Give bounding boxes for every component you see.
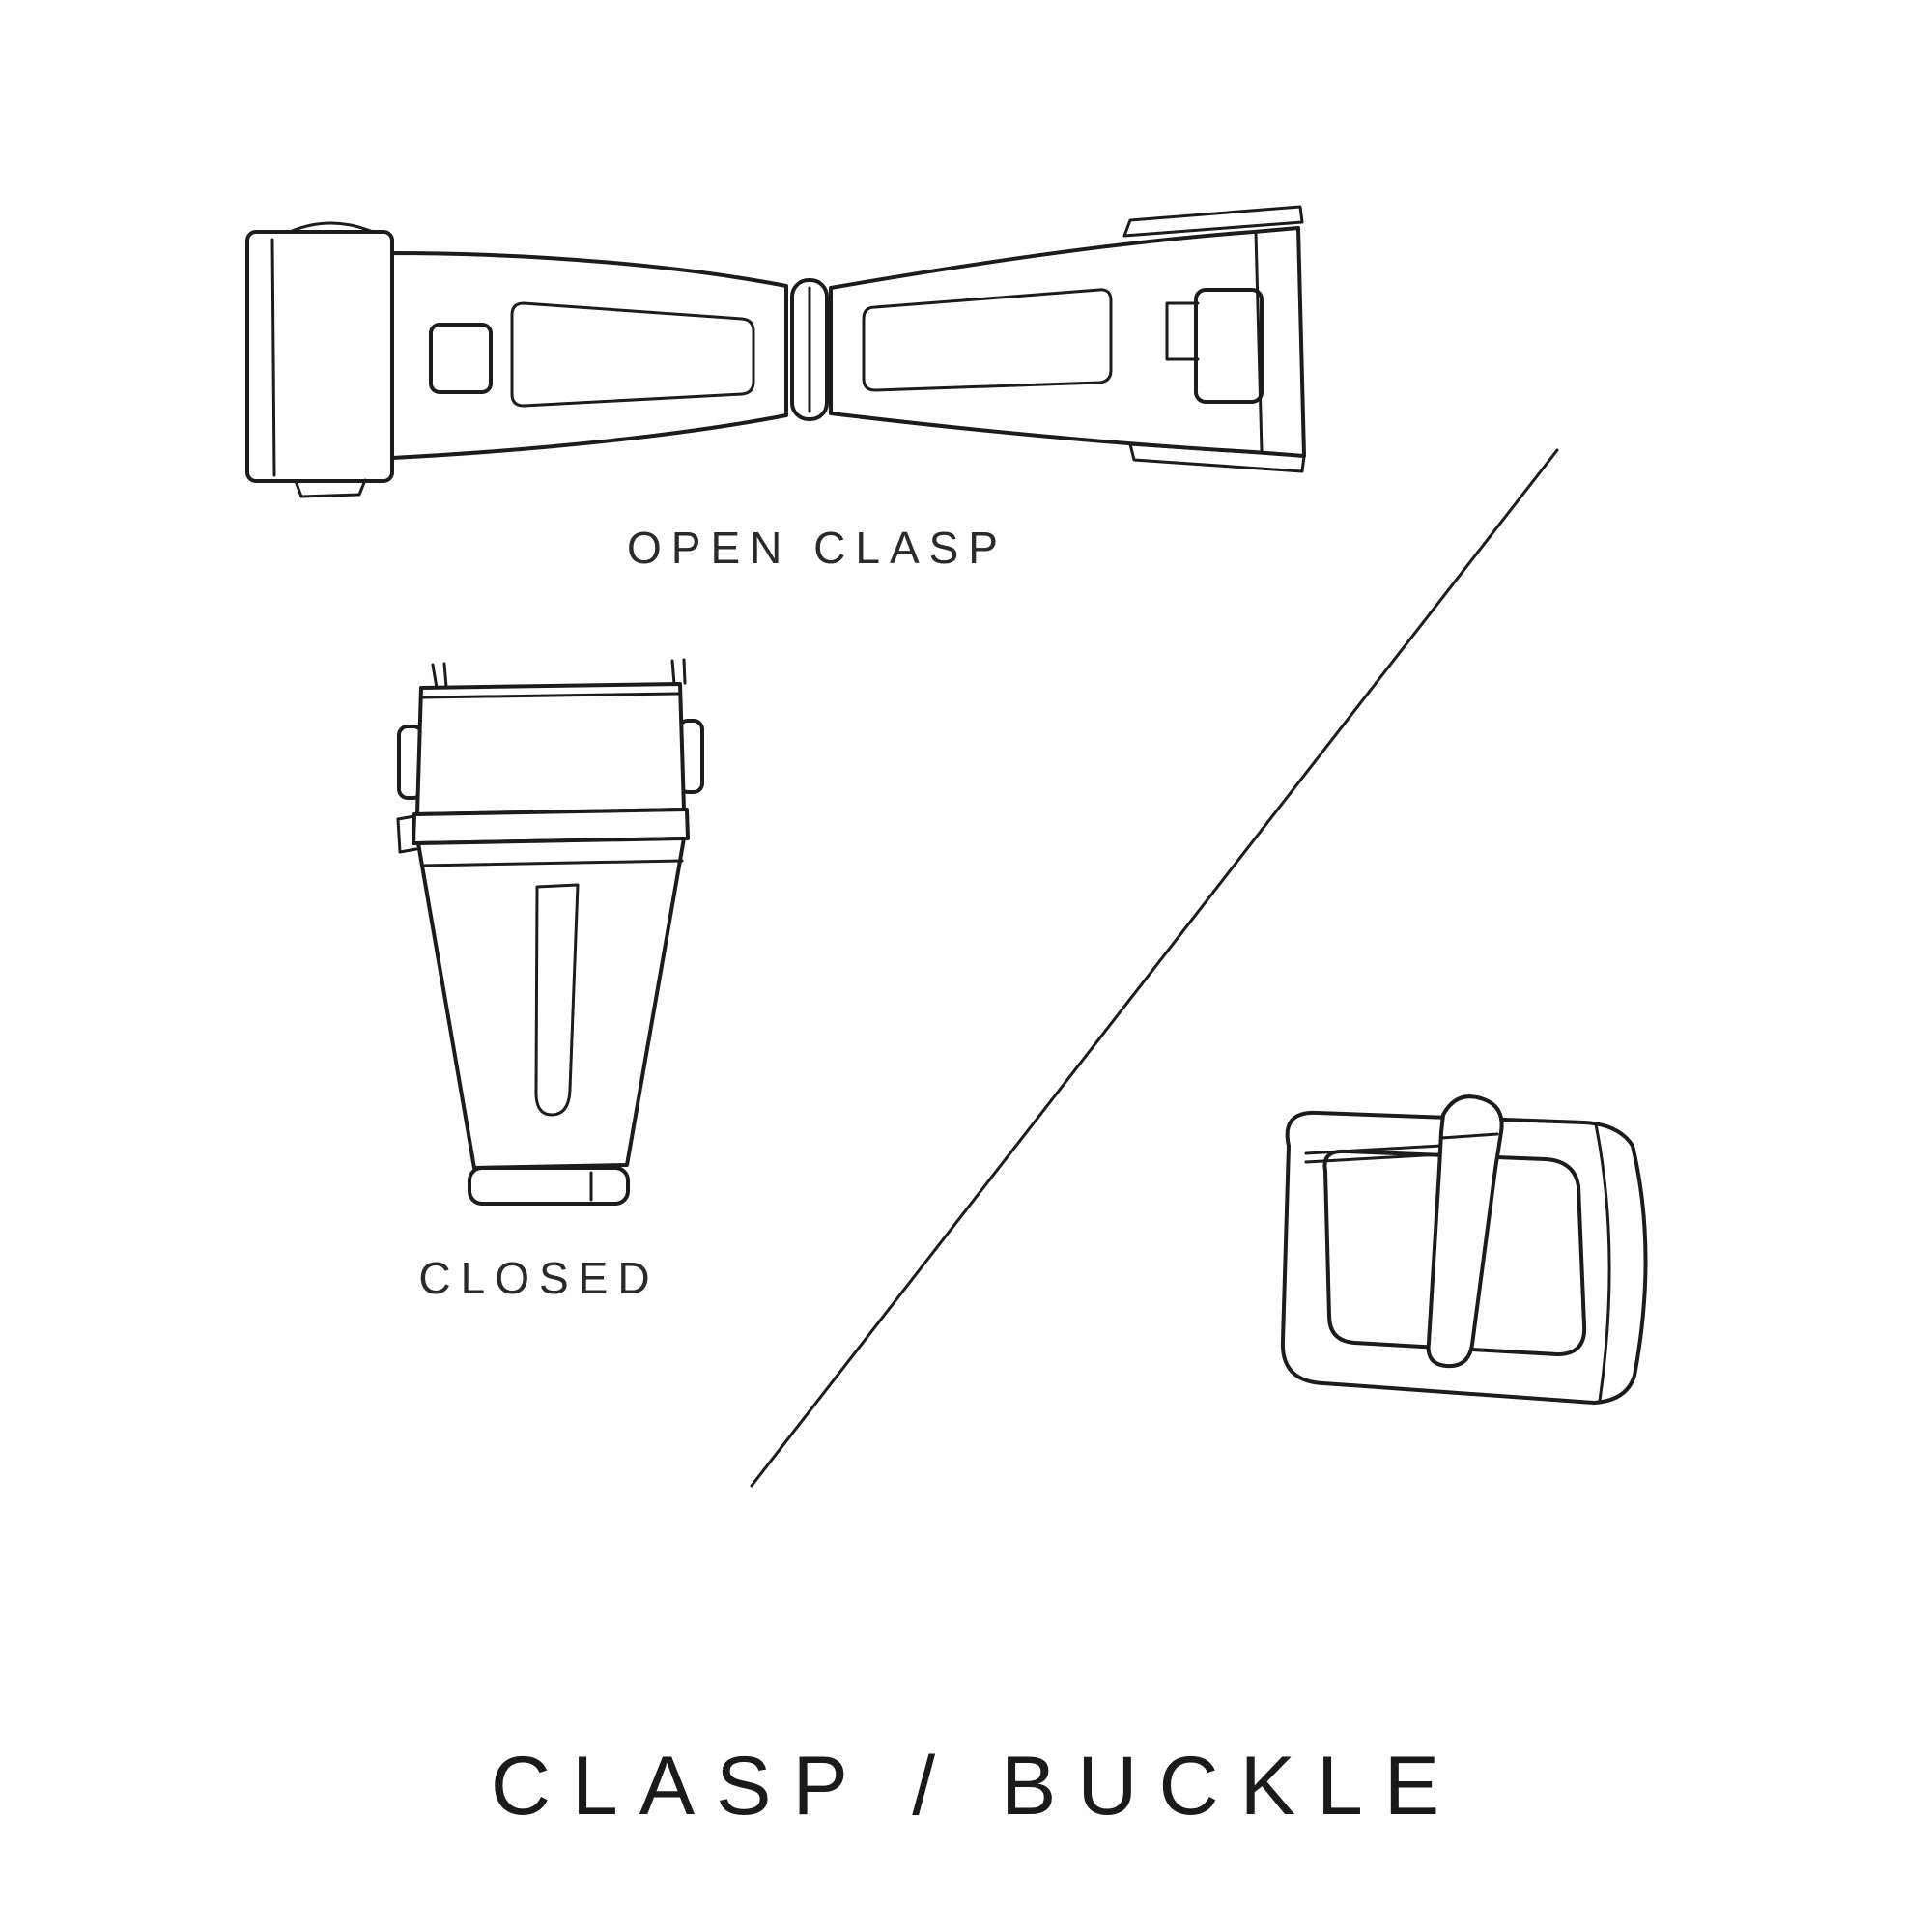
closed-label: CLOSED bbox=[418, 1253, 660, 1303]
divider-line bbox=[750, 448, 1559, 1488]
diagram-title: CLASP / BUCKLE bbox=[490, 1740, 1462, 1833]
closed-clasp-illustration bbox=[396, 658, 704, 1206]
buckle-illustration bbox=[1280, 1094, 1648, 1405]
open-clasp-label: OPEN CLASP bbox=[627, 523, 1008, 573]
open-clasp-illustration bbox=[245, 205, 1306, 498]
